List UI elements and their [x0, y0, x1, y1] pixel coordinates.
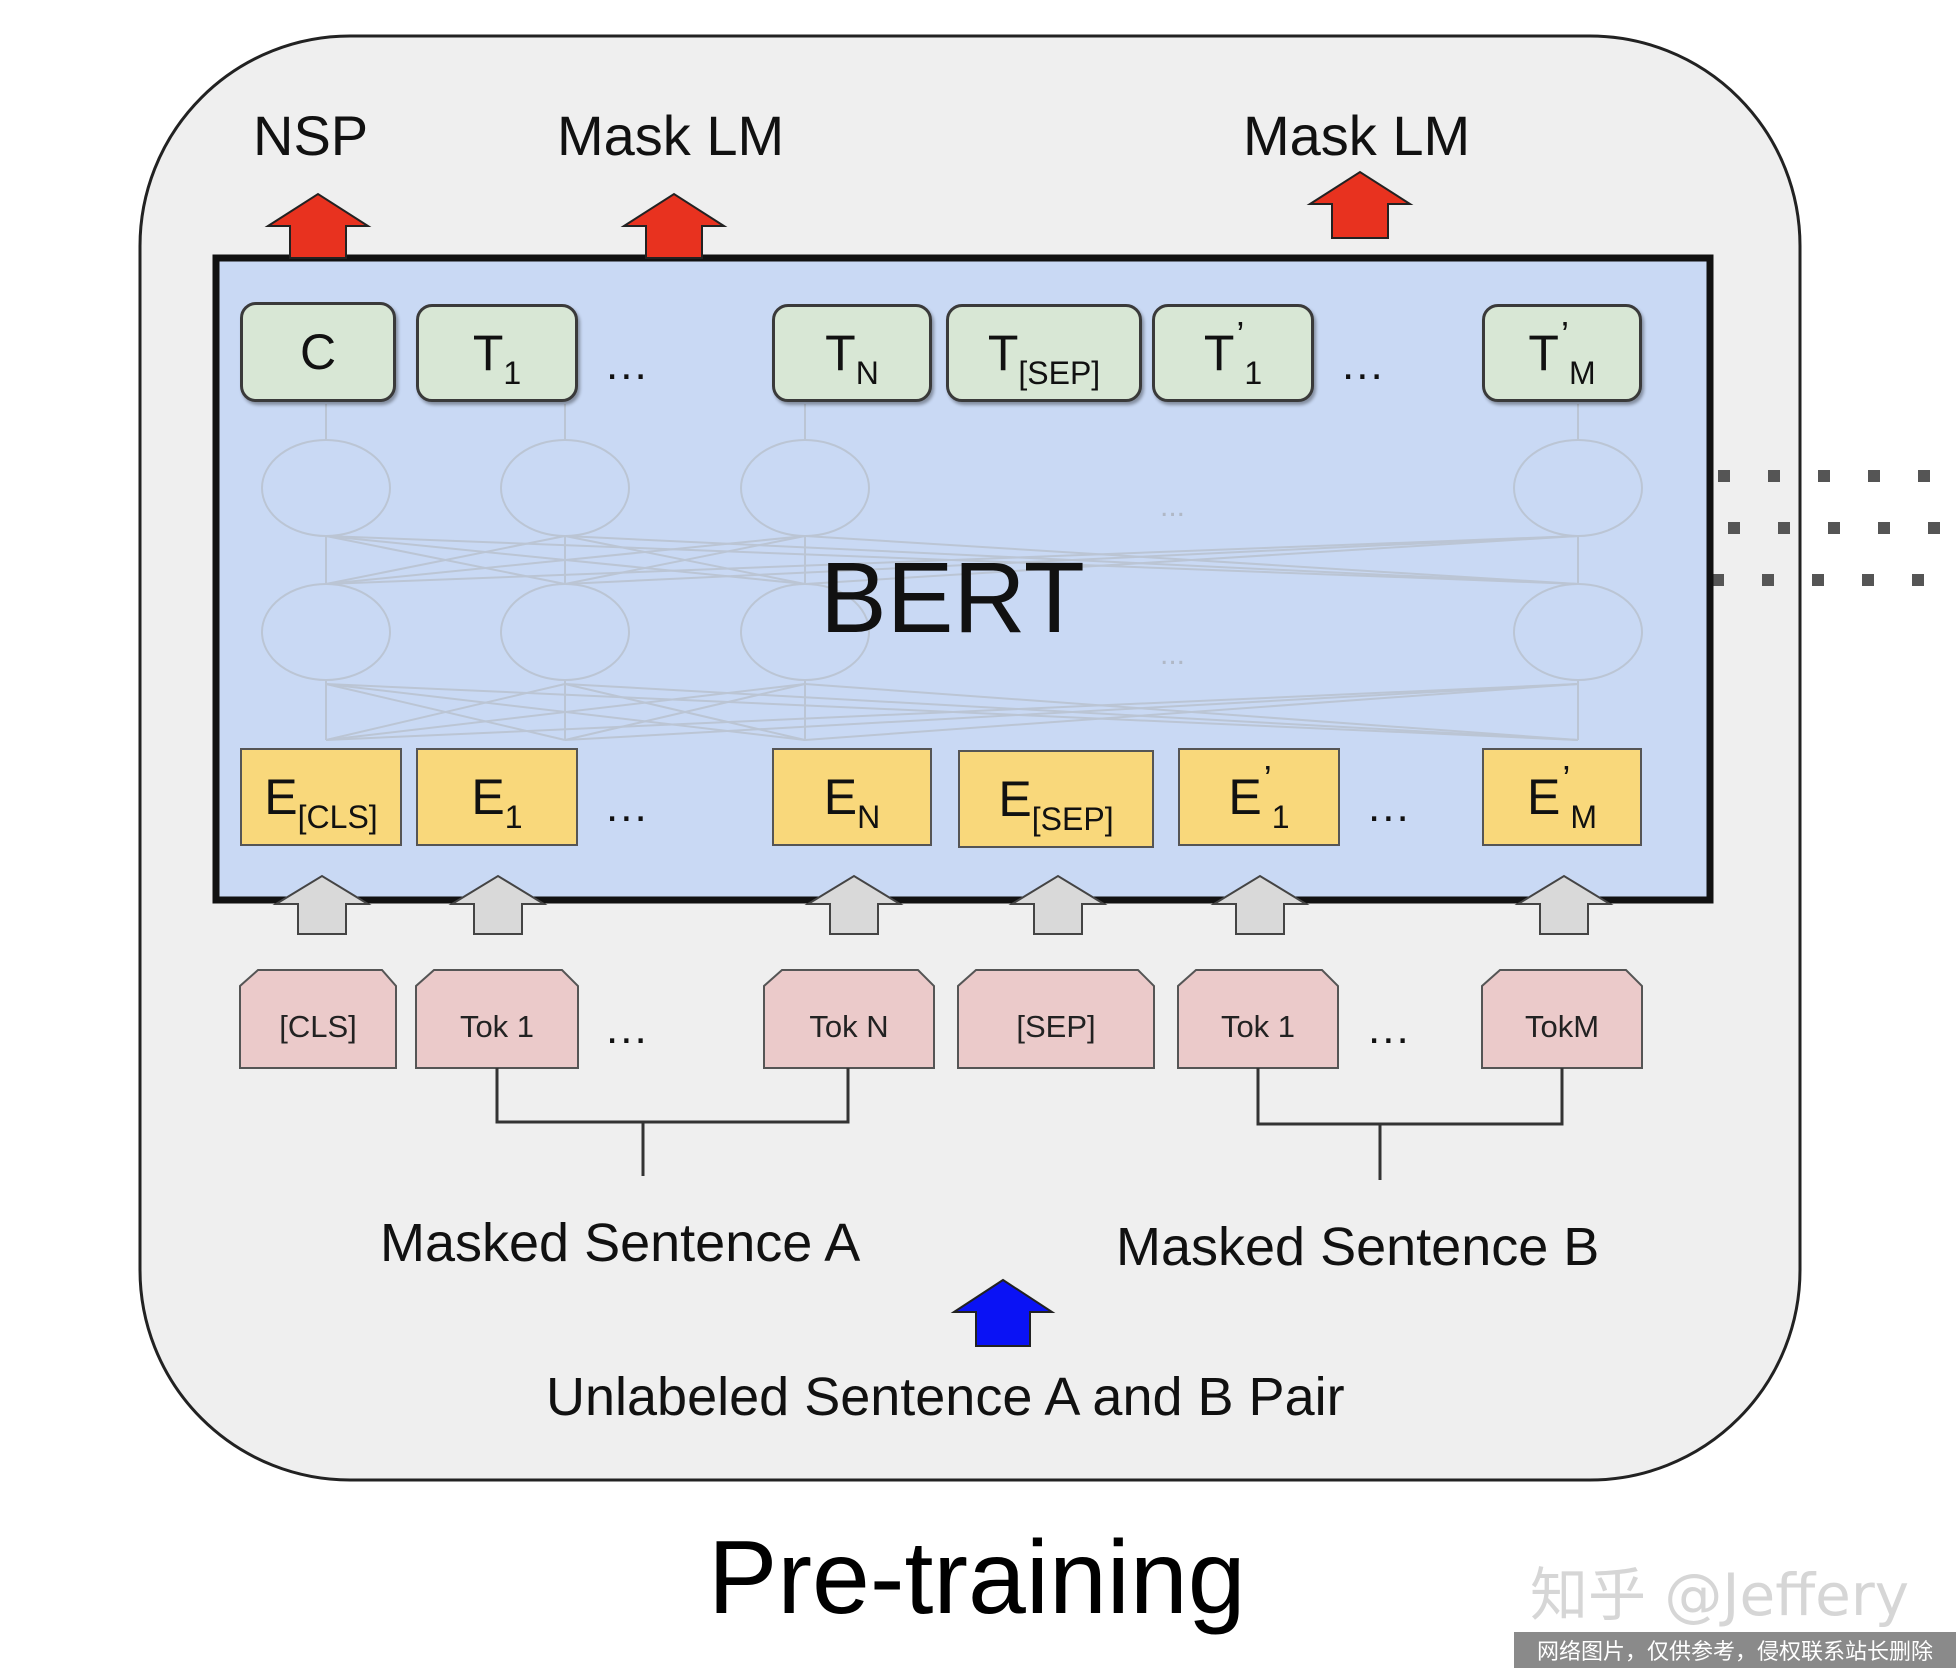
zhihu-watermark: 知乎 @Jeffery — [1530, 1561, 1910, 1629]
nsp-label: NSP — [253, 104, 369, 167]
embedding-ellipsis-a: ... — [606, 782, 649, 831]
red-up-arrow — [620, 192, 728, 259]
input-token-tok1-a — [415, 969, 579, 1069]
input-token-label: Tok N — [809, 1009, 889, 1044]
embedding-main: E — [1526, 769, 1561, 825]
output-token-t1-prime: T’1 — [1152, 304, 1314, 402]
input-arrows — [272, 874, 1614, 935]
output-token-sub: 1 — [1244, 354, 1263, 391]
embedding-main: E — [1228, 769, 1262, 825]
gray-up-arrow — [1210, 874, 1310, 935]
embedding-sub: [CLS] — [297, 798, 378, 835]
embedding-sub: [SEP] — [1031, 800, 1114, 837]
embedding-em-prime: E’M — [1482, 748, 1642, 846]
embedding-ellipsis-b: ... — [1368, 782, 1411, 831]
input-token-cls — [239, 969, 397, 1069]
red-up-arrow — [1306, 170, 1414, 239]
blue-up-arrow — [950, 1278, 1056, 1347]
masked-sentence-b-label: Masked Sentence B — [1116, 1217, 1600, 1277]
output-token-tsep: T[SEP] — [946, 304, 1142, 402]
embedding-sub: M — [1570, 798, 1597, 835]
input-token-label: Tok 1 — [1220, 1009, 1296, 1044]
pretraining-title: Pre-training — [708, 1520, 1246, 1636]
input-token-sep — [957, 969, 1155, 1069]
embedding-prime: ’ — [1263, 758, 1272, 799]
gray-up-arrow — [1514, 874, 1614, 935]
dotted-continuation — [1712, 470, 1940, 586]
input-token-tokm — [1481, 969, 1643, 1069]
gray-up-arrow — [272, 874, 372, 935]
embedding-cls: E[CLS] — [240, 748, 402, 846]
embedding-main: E — [998, 771, 1032, 827]
input-ellipsis-a: ... — [606, 1004, 649, 1053]
input-token-label: Tok 1 — [459, 1009, 535, 1044]
embedding-sub: N — [857, 798, 881, 835]
output-token-main: T — [472, 325, 504, 381]
output-token-c: C — [240, 302, 396, 402]
output-token-main: C — [299, 324, 337, 380]
embedding-e1-prime: E’1 — [1178, 748, 1340, 846]
input-token-label: [SEP] — [1016, 1009, 1096, 1044]
output-token-tm-prime: T’M — [1482, 304, 1642, 402]
embedding-main: E — [471, 769, 505, 825]
input-ellipsis-b: ... — [1368, 1004, 1411, 1053]
sentence-brackets — [495, 1068, 1564, 1180]
output-token-prime: ’ — [1560, 314, 1569, 355]
output-token-prime: ’ — [1236, 314, 1245, 355]
bert-title: BERT — [820, 542, 1085, 654]
input-token-label: TokM — [1524, 1009, 1600, 1044]
masked-sentence-a-label: Masked Sentence A — [380, 1213, 861, 1273]
gray-up-arrow — [448, 874, 548, 935]
embedding-sub: 1 — [504, 798, 523, 835]
embedding-sub: 1 — [1271, 798, 1290, 835]
hidden-ellipsis-lower: ... — [1160, 638, 1186, 671]
image-credit-banner: 网络图片，仅供参考，侵权联系站长删除 — [1514, 1632, 1956, 1668]
bracket-sentence-b — [1256, 1068, 1564, 1126]
transformer-internals — [261, 404, 1643, 741]
output-token-main: T — [987, 325, 1019, 381]
embedding-main: E — [264, 769, 298, 825]
output-ellipsis-a: ... — [606, 340, 649, 389]
output-token-sub: M — [1568, 354, 1596, 391]
bracket-sentence-a — [495, 1068, 850, 1124]
output-token-main: T — [825, 325, 856, 381]
embedding-sep: E[SEP] — [958, 750, 1154, 848]
input-token-label: [CLS] — [279, 1009, 357, 1044]
mask-lm-label-left: Mask LM — [557, 104, 785, 167]
gray-up-arrow — [1008, 874, 1108, 935]
output-token-sub: 1 — [503, 354, 522, 391]
red-up-arrow — [264, 192, 372, 259]
embedding-main: E — [823, 769, 858, 825]
input-token-shapes — [239, 969, 1643, 1069]
output-ellipsis-b: ... — [1342, 340, 1385, 389]
output-token-main: T — [1528, 325, 1559, 381]
input-token-tokn — [763, 969, 935, 1069]
embedding-prime: ’ — [1562, 758, 1571, 799]
gray-up-arrow — [804, 874, 904, 935]
output-token-sub: N — [855, 354, 879, 391]
mask-lm-label-right: Mask LM — [1243, 104, 1471, 167]
unlabeled-pair-label: Unlabeled Sentence A and B Pair — [546, 1367, 1345, 1427]
input-token-tok1-b — [1177, 969, 1339, 1069]
output-token-sub: [SEP] — [1018, 354, 1101, 391]
output-token-main: T — [1203, 325, 1235, 381]
hidden-ellipsis-upper: ... — [1160, 490, 1186, 523]
